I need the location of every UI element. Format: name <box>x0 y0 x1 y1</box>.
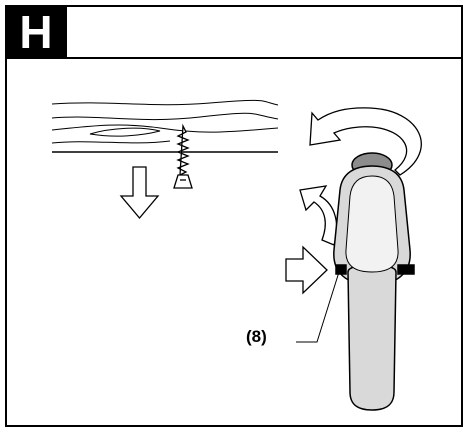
wood-grain-line <box>51 140 171 144</box>
rotation-arrow-lower-icon <box>299 185 338 246</box>
tool-handle <box>347 263 397 411</box>
panel-label: H <box>5 5 67 59</box>
wood-grain-line <box>51 124 279 133</box>
right-arrow-icon <box>285 245 328 295</box>
screw-icon <box>173 123 193 189</box>
wood-grain-line <box>51 112 279 121</box>
wood-board <box>51 99 279 153</box>
figure-header-bar <box>5 5 463 59</box>
wood-grain-line <box>51 99 279 106</box>
tool-highlight <box>345 175 399 273</box>
counterclockwise-arrow-icon <box>309 107 422 176</box>
callout-label-8: (8) <box>246 327 267 346</box>
wood-knot <box>89 127 161 137</box>
figure-frame <box>5 5 463 427</box>
direction-switch-left <box>335 264 347 275</box>
screwdriver-tool <box>333 152 415 411</box>
direction-switch-right <box>397 264 415 275</box>
down-arrow-icon <box>119 166 160 220</box>
callout-leader-line <box>296 271 340 343</box>
